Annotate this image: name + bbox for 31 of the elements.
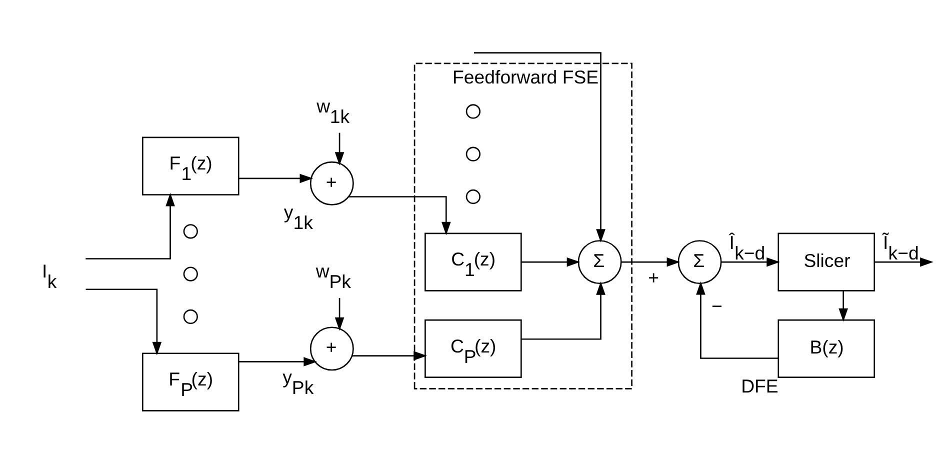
node-label: DFE [741,375,778,396]
arrow [474,52,606,242]
node-circle [466,146,481,162]
arrow [696,281,778,359]
arrow [874,257,934,267]
arrow [521,282,606,340]
arrow [838,290,848,322]
node-box: B(z) [778,319,876,378]
node-circle: + [310,326,354,371]
node-circle [466,104,481,119]
arrow [521,257,580,267]
arrow [238,174,314,184]
edge-label: − [712,295,722,316]
arrow [348,196,451,236]
arrow [352,351,427,360]
node-box: Slicer [778,232,876,292]
arrow [86,192,175,260]
arrow [334,298,344,331]
node-circle [183,266,198,282]
arrow [721,257,780,267]
node-circle: Σ [578,240,622,284]
arrow [238,357,318,366]
node-circle [466,189,481,204]
node-circle: + [310,161,354,206]
arrow [622,257,680,267]
node-circle [183,309,198,324]
arrow [334,132,344,166]
node-circle [183,224,198,239]
node-circle: Σ [678,240,722,284]
edge-label: + [648,266,659,288]
arrow [86,288,162,356]
